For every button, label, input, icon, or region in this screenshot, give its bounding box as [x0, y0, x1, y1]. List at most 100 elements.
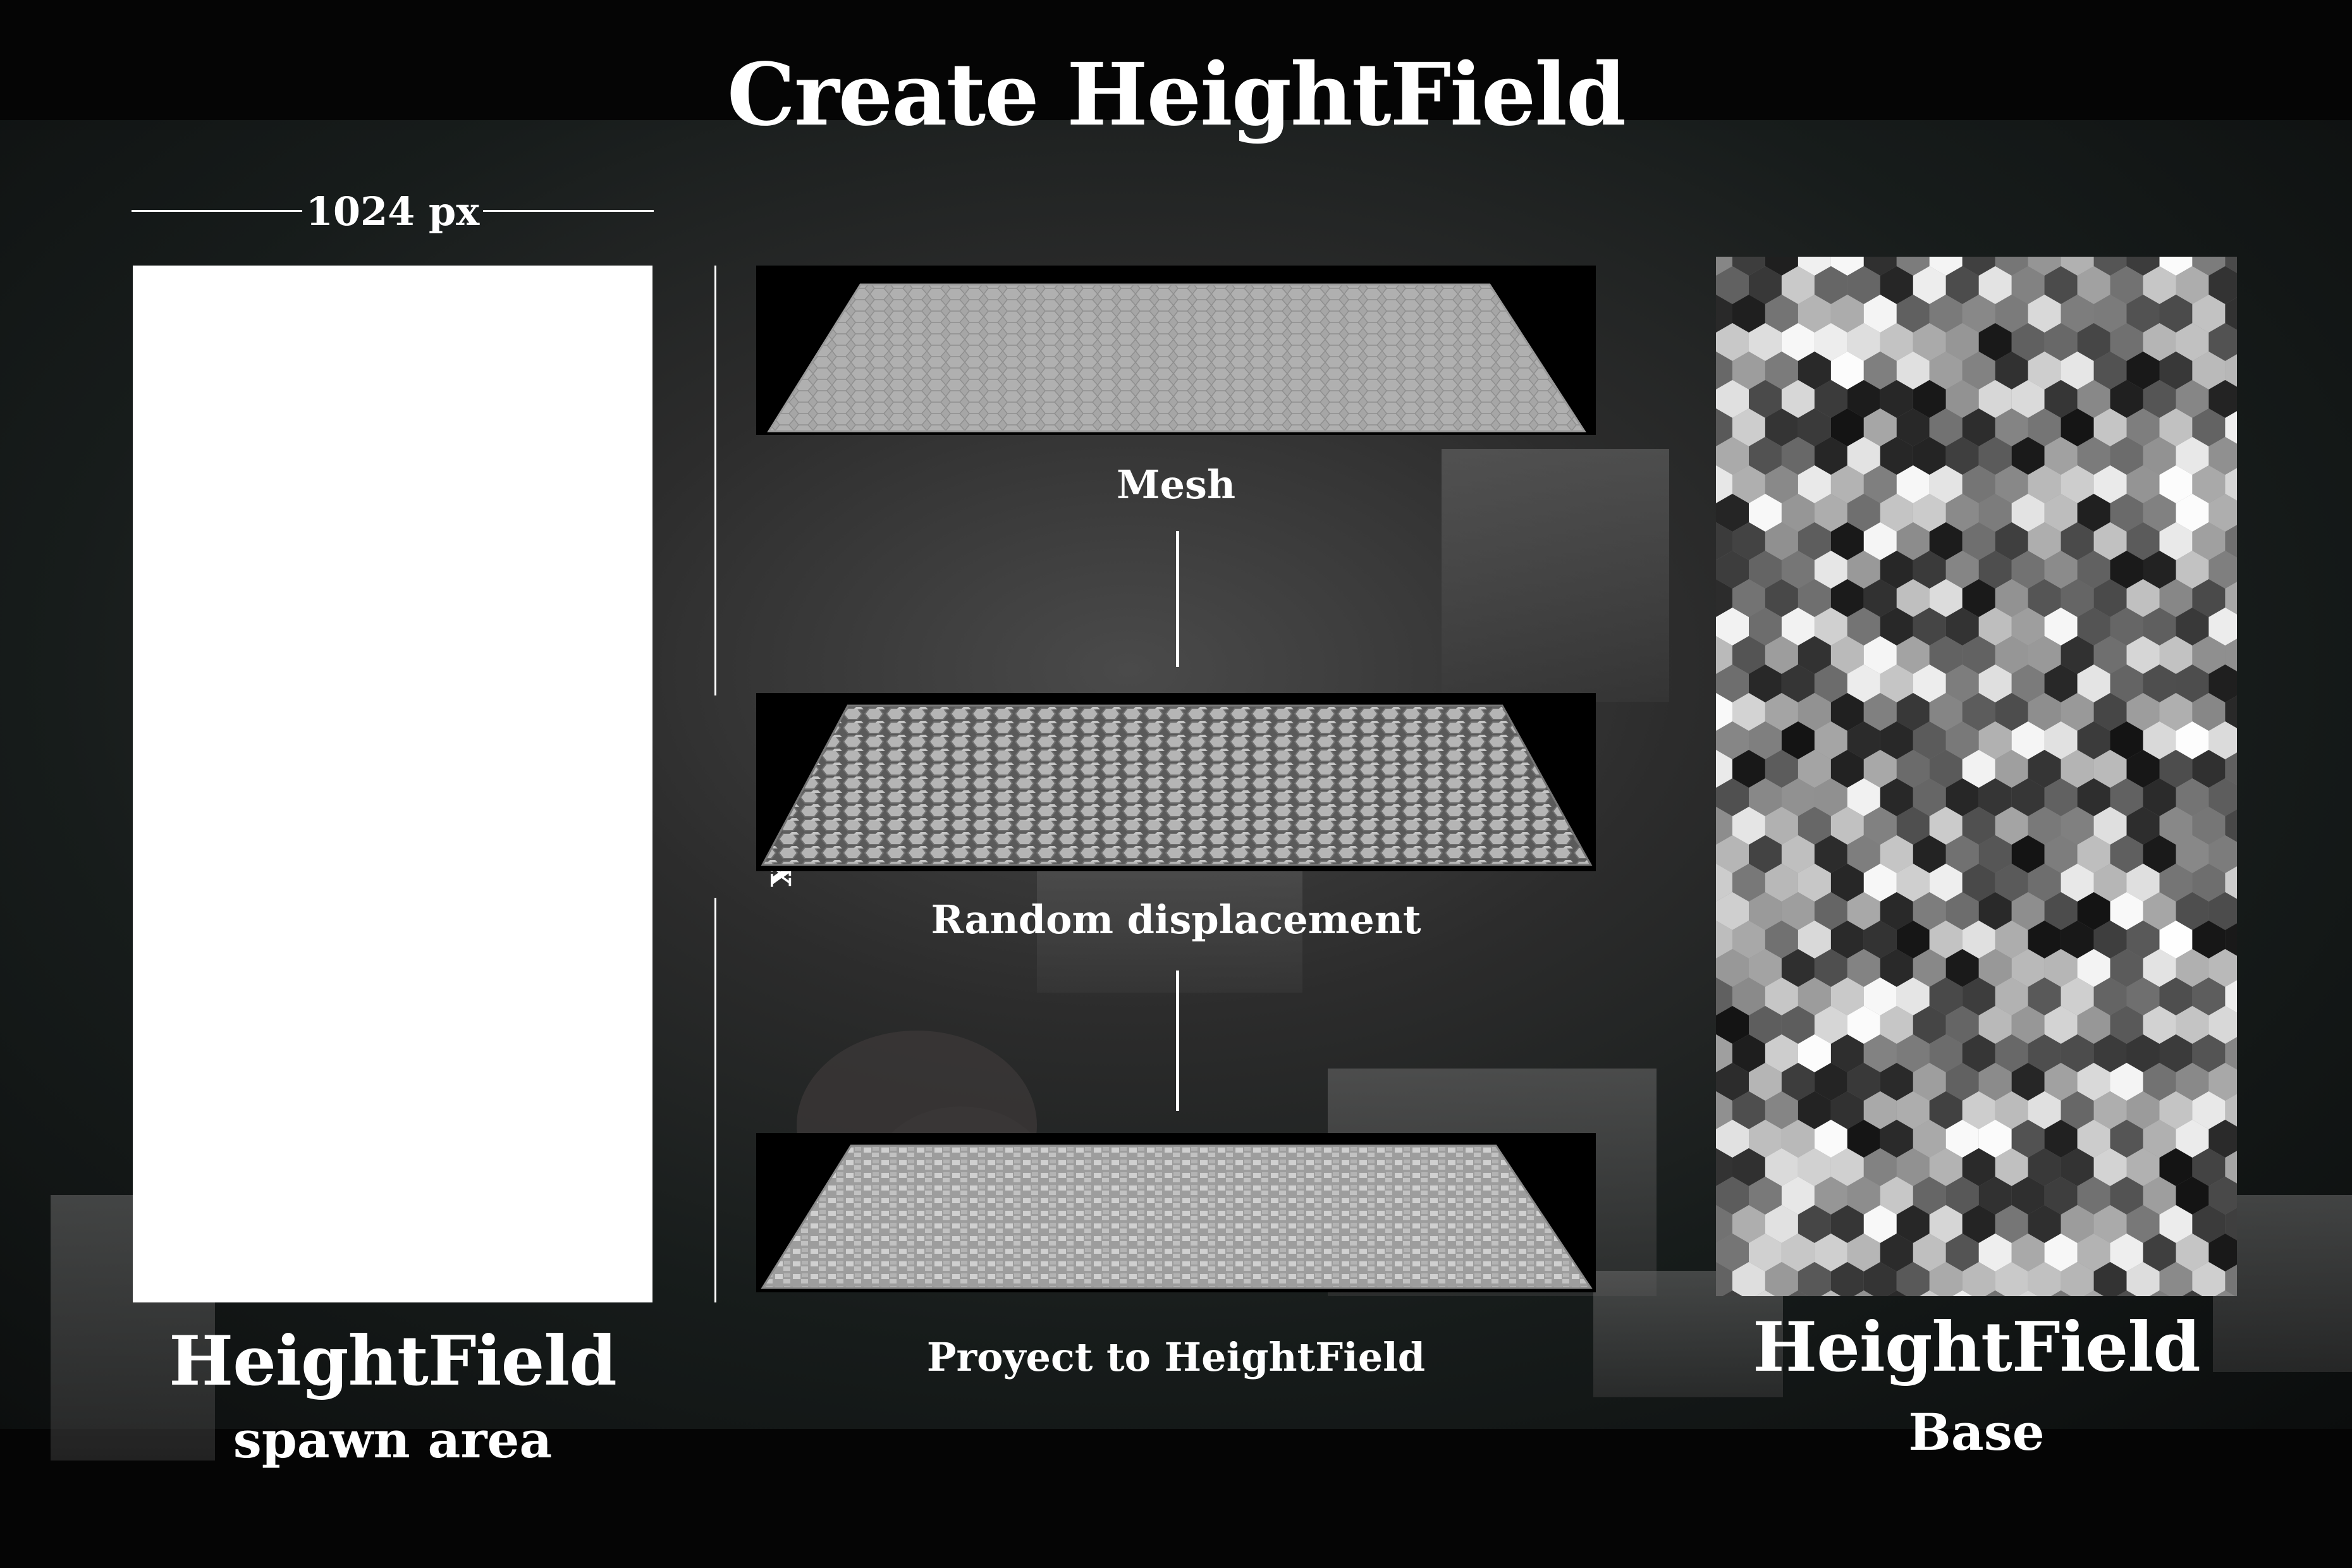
- hex-cell: [1798, 408, 1831, 446]
- hex-cell: [1896, 1091, 1930, 1129]
- hex-cell: [1913, 1063, 1946, 1101]
- hex-heightmap-grid-icon: [1716, 257, 2237, 1296]
- hex-cell: [1781, 721, 1815, 759]
- hex-cell: [1732, 807, 1765, 845]
- hex-cell: [2061, 408, 2094, 446]
- hex-cell: [1978, 1120, 2012, 1158]
- hex-cell: [1716, 949, 1749, 987]
- hex-cell: [2159, 1091, 2193, 1129]
- hex-cell: [1880, 608, 1913, 646]
- hex-cell: [2011, 608, 2045, 646]
- hex-cell: [2149, 1290, 2170, 1296]
- hex-cell: [1749, 949, 1782, 987]
- hex-cell: [1945, 437, 1979, 475]
- hex-cell: [1847, 1120, 1880, 1158]
- hex-cell: [2077, 835, 2110, 873]
- hex-cell: [2018, 1290, 2038, 1296]
- hex-cell: [1798, 977, 1831, 1015]
- hex-cell: [1830, 522, 1864, 560]
- hex-cell: [2176, 323, 2209, 361]
- hex-cell: [1880, 323, 1913, 361]
- hex-cell: [2028, 864, 2061, 902]
- hex-cell: [2044, 437, 2078, 475]
- hex-cell: [1749, 778, 1782, 816]
- hex-cell: [1781, 835, 1815, 873]
- hex-cell: [2044, 608, 2078, 646]
- hex-cell: [2077, 1234, 2110, 1271]
- hex-cell: [1830, 408, 1864, 446]
- hex-cell: [1854, 1290, 1874, 1296]
- hex-cell: [1945, 1063, 1979, 1101]
- hex-cell: [1929, 522, 1963, 560]
- hex-cell: [1945, 835, 1979, 873]
- hex-cell: [1814, 1177, 1847, 1215]
- hex-cell: [2126, 1148, 2160, 1186]
- hex-cell: [2077, 323, 2110, 361]
- hex-cell: [1985, 1290, 2006, 1296]
- hex-cell: [1913, 949, 1946, 987]
- hex-cell: [1716, 257, 1732, 276]
- hex-cell: [1732, 750, 1765, 788]
- hex-cell: [1896, 352, 1930, 389]
- hex-cell: [2044, 665, 2078, 702]
- hex-cell: [1847, 721, 1880, 759]
- hex-cell: [1781, 323, 1815, 361]
- hex-cell: [2077, 892, 2110, 930]
- hex-cell: [1962, 807, 1995, 845]
- hex-cell: [1880, 494, 1913, 532]
- hex-cell: [1716, 1063, 1749, 1101]
- hex-cell: [2093, 257, 2127, 276]
- hex-cell: [2208, 892, 2237, 930]
- hex-cell: [2126, 693, 2160, 731]
- hex-cell: [2061, 1148, 2094, 1186]
- hex-cell: [1847, 835, 1880, 873]
- hex-cell: [1847, 892, 1880, 930]
- hex-cell: [1962, 636, 1995, 674]
- hex-cell: [1978, 1063, 2012, 1101]
- hex-cell: [1716, 977, 1732, 1015]
- hex-cell: [1913, 778, 1946, 816]
- hex-cell: [1929, 921, 1963, 959]
- hex-cell: [1929, 1148, 1963, 1186]
- hex-cell: [2028, 408, 2061, 446]
- hex-cell: [1716, 1177, 1749, 1215]
- hex-cell: [1880, 551, 1913, 589]
- hex-cell: [1945, 1177, 1979, 1215]
- hex-cell: [2044, 949, 2078, 987]
- hex-cell: [1814, 494, 1847, 532]
- hex-cell: [2093, 522, 2127, 560]
- hex-cell: [2077, 608, 2110, 646]
- hex-cell: [2093, 807, 2127, 845]
- hex-cell: [1781, 266, 1815, 304]
- hex-cell: [1978, 892, 2012, 930]
- hex-cell: [2011, 892, 2045, 930]
- hex-cell: [1945, 949, 1979, 987]
- hex-cell: [1814, 1234, 1847, 1271]
- hex-cell: [2028, 295, 2061, 333]
- hex-cell: [1716, 1091, 1732, 1129]
- hex-cell: [1995, 921, 2028, 959]
- hex-cell: [2044, 380, 2078, 418]
- hex-cell: [1962, 1262, 1995, 1296]
- hex-cell: [1781, 608, 1815, 646]
- hex-cell: [2192, 408, 2226, 446]
- hex-cell: [2192, 1034, 2226, 1072]
- hex-cell: [1732, 352, 1765, 389]
- hex-cell: [1765, 864, 1798, 902]
- hex-cell: [1929, 295, 1963, 333]
- hex-cell: [1749, 1006, 1782, 1044]
- hex-cell: [1781, 1006, 1815, 1044]
- hex-cell: [1781, 949, 1815, 987]
- hex-cell: [1929, 579, 1963, 617]
- hex-cell: [1847, 949, 1880, 987]
- hex-cell: [1880, 1120, 1913, 1158]
- hex-cell: [2159, 693, 2193, 731]
- hex-cell: [2143, 551, 2176, 589]
- hex-cell: [1896, 864, 1930, 902]
- hex-cell: [2192, 921, 2226, 959]
- hex-cell: [2044, 1120, 2078, 1158]
- hex-cell: [1920, 1290, 1940, 1296]
- hex-cell: [1798, 1091, 1831, 1129]
- project-heightfield-panel: [756, 1133, 1596, 1292]
- hex-cell: [2143, 323, 2176, 361]
